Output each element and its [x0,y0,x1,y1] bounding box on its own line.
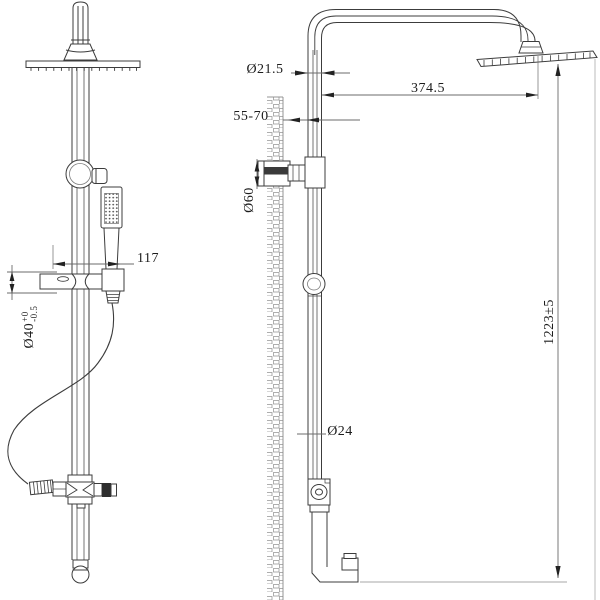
dim-slider-length: 117 [137,251,159,266]
shower-hose [7,302,115,485]
rain-head-front [25,60,141,71]
diverter-knob-neck [93,483,103,497]
front-view [7,1,141,584]
head-joint [63,43,98,61]
diverter-knob-cap [110,483,117,497]
hand-shower [100,186,123,270]
mount-screw [264,167,288,175]
hand-shower-socket [101,268,125,292]
dim-column-height: 1223±5 [542,299,557,345]
riser-and-arm [307,9,536,480]
slider-hook-side [302,273,326,295]
side-view [257,9,598,600]
dim-wall-clearance: 55-70 [233,109,269,124]
top-pipe [71,1,90,45]
slider-bracket [39,268,125,304]
bottom-elbow-front [71,559,90,584]
glide-tol-lower: -0.5 [29,305,39,322]
glide-diameter-value: Ø40 [22,322,37,349]
diverter-knob-band [102,483,111,497]
wall-mount-side [257,156,326,189]
bottom-elbow-side [311,553,359,583]
dim-bracket-diameter: Ø60 [242,187,257,213]
dimension-lines [7,56,596,600]
dim-head-pipe-diameter: Ø21.5 [246,62,284,77]
rain-head-side [476,41,598,68]
dim-glide-diameter: Ø40 +0 -0.5 [20,305,39,349]
diverter-side [307,478,331,567]
hose-nut [105,290,121,304]
dim-riser-diameter: Ø24 [327,424,353,439]
wall-bracket-front [65,159,108,189]
dim-arm-reach: 374.5 [411,81,445,96]
dimension-arrows [9,64,561,578]
diverter-front [28,474,117,509]
